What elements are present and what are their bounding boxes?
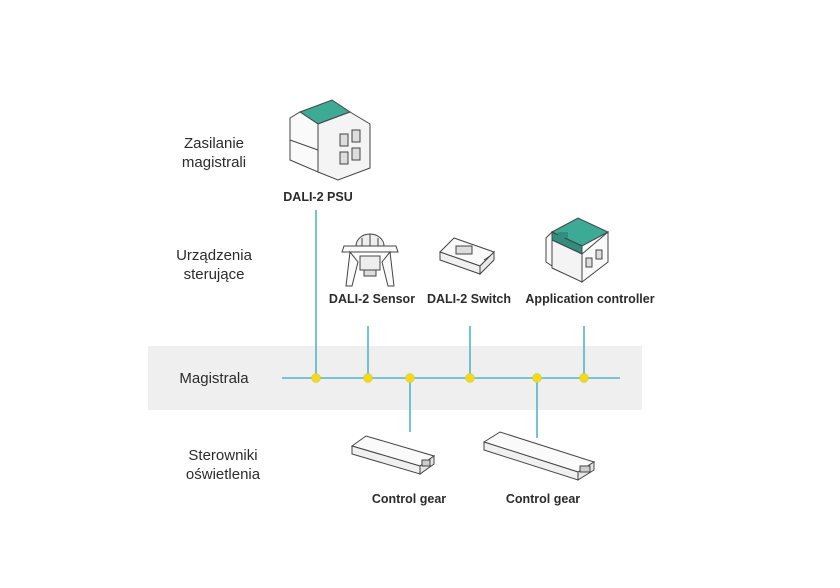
junction-switch bbox=[465, 373, 475, 383]
junctions bbox=[311, 373, 589, 383]
control-gear-2-icon bbox=[482, 431, 596, 481]
junction-gear2 bbox=[532, 373, 542, 383]
row-label-bus: Magistrala bbox=[179, 370, 249, 387]
device-label-switch: DALI-2 Switch bbox=[426, 292, 512, 306]
switch-device-icon bbox=[439, 237, 495, 276]
control-gear-1-icon bbox=[350, 435, 436, 475]
app-controller-device-icon bbox=[545, 217, 610, 284]
row-label-power: Zasilanie magistrali bbox=[181, 135, 247, 171]
sensor-device-icon bbox=[341, 233, 399, 287]
junction-psu bbox=[311, 373, 321, 383]
device-label-gear1: Control gear bbox=[371, 492, 447, 506]
junction-gear1 bbox=[405, 373, 415, 383]
junction-sensor bbox=[363, 373, 373, 383]
row-label-control: Urządzenia sterujące bbox=[176, 247, 252, 283]
device-label-gear2: Control gear bbox=[505, 492, 581, 506]
device-label-app: Application controller bbox=[525, 292, 655, 306]
psu-device-icon bbox=[289, 99, 371, 181]
device-label-psu: DALI-2 PSU bbox=[283, 190, 353, 204]
row-label-gear: Sterowniki oświetlenia bbox=[185, 447, 261, 483]
junction-app bbox=[579, 373, 589, 383]
bus-lines bbox=[282, 210, 620, 438]
device-label-sensor: DALI-2 Sensor bbox=[328, 292, 416, 306]
